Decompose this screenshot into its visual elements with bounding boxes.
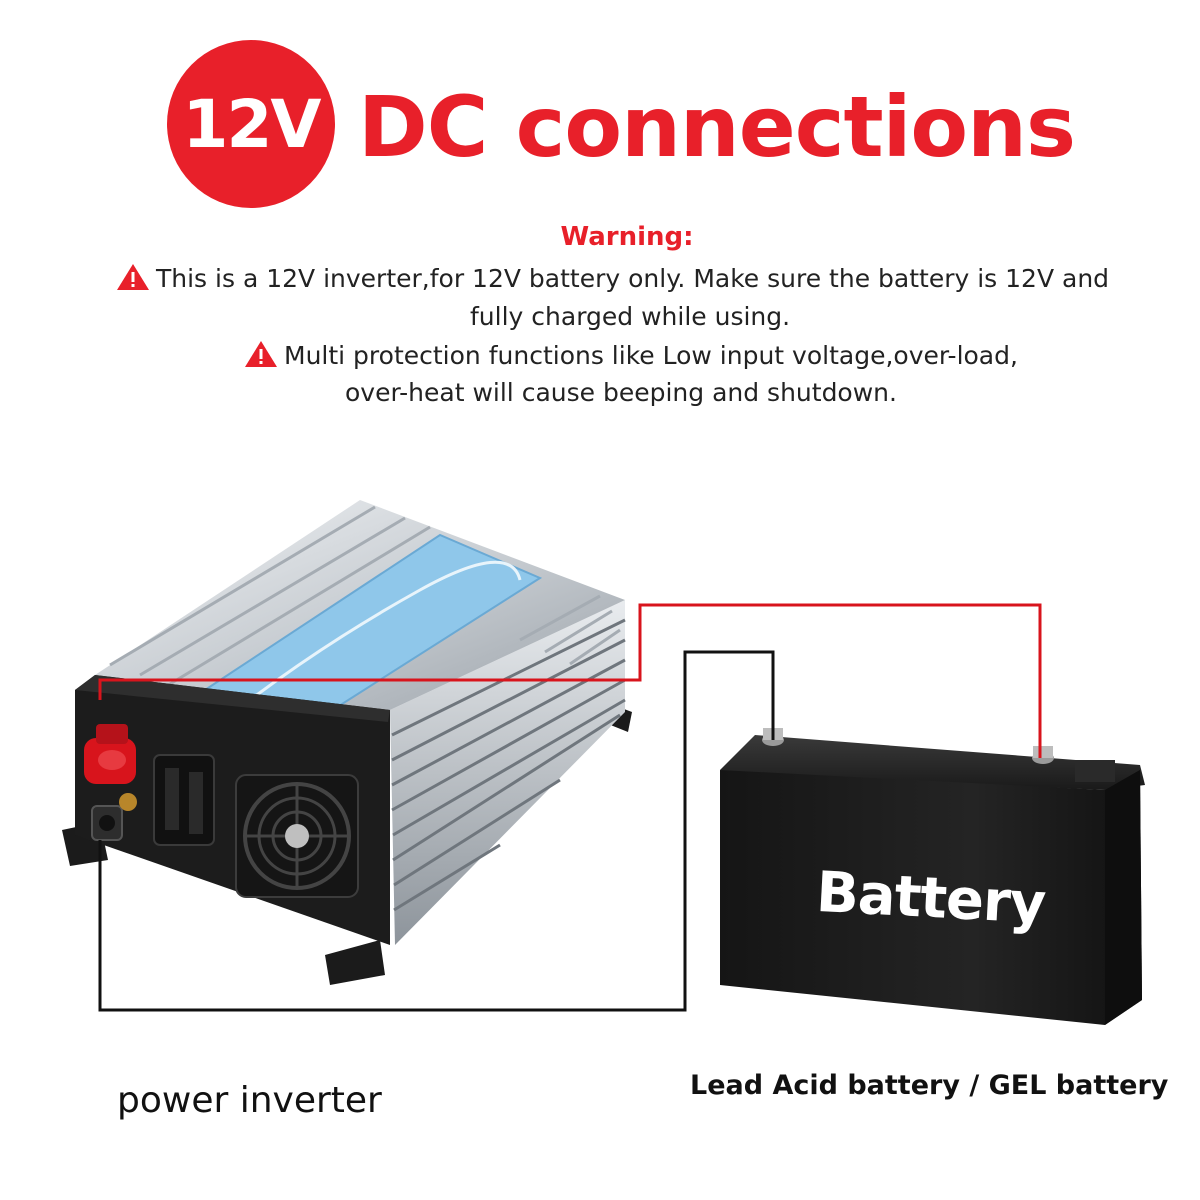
warning-line-1: This is a 12V inverter,for 12V battery o… (116, 263, 1109, 293)
warning-line-4: over-heat will cause beeping and shutdow… (345, 378, 897, 407)
voltage-badge-text: 12V (182, 85, 322, 163)
negative-terminal-icon (91, 793, 137, 841)
page-title: DC connections (358, 78, 1076, 176)
inverter-top-fins (109, 505, 621, 686)
battery-label: Battery (814, 860, 1047, 937)
warning-title: Warning: (560, 222, 694, 252)
inverter-cooling-fins (391, 618, 626, 912)
ac-outlet-icon (153, 754, 215, 846)
positive-terminal-icon (1032, 746, 1054, 764)
negative-wire (98, 650, 775, 1012)
fan-icon (235, 774, 359, 898)
battery-caption: Lead Acid battery / GEL battery (690, 1070, 1169, 1101)
positive-wire (98, 603, 1042, 758)
positive-terminal-icon (84, 724, 136, 784)
warning-text-3: Multi protection functions like Low inpu… (284, 341, 1018, 370)
warning-triangle-icon (117, 264, 149, 290)
warning-text-1: This is a 12V inverter,for 12V battery o… (156, 264, 1110, 293)
inverter-side-panel (390, 600, 625, 945)
warning-line-3: Multi protection functions like Low inpu… (244, 340, 1018, 370)
power-inverter (62, 500, 632, 985)
inverter-caption: power inverter (117, 1080, 382, 1121)
battery (720, 728, 1145, 1025)
inverter-mount-foot-right (325, 940, 385, 985)
battery-body (720, 770, 1142, 1025)
warning-triangle-icon (245, 341, 277, 367)
voltage-badge: 12V (167, 40, 335, 208)
warning-line-2: fully charged while using. (470, 302, 791, 331)
